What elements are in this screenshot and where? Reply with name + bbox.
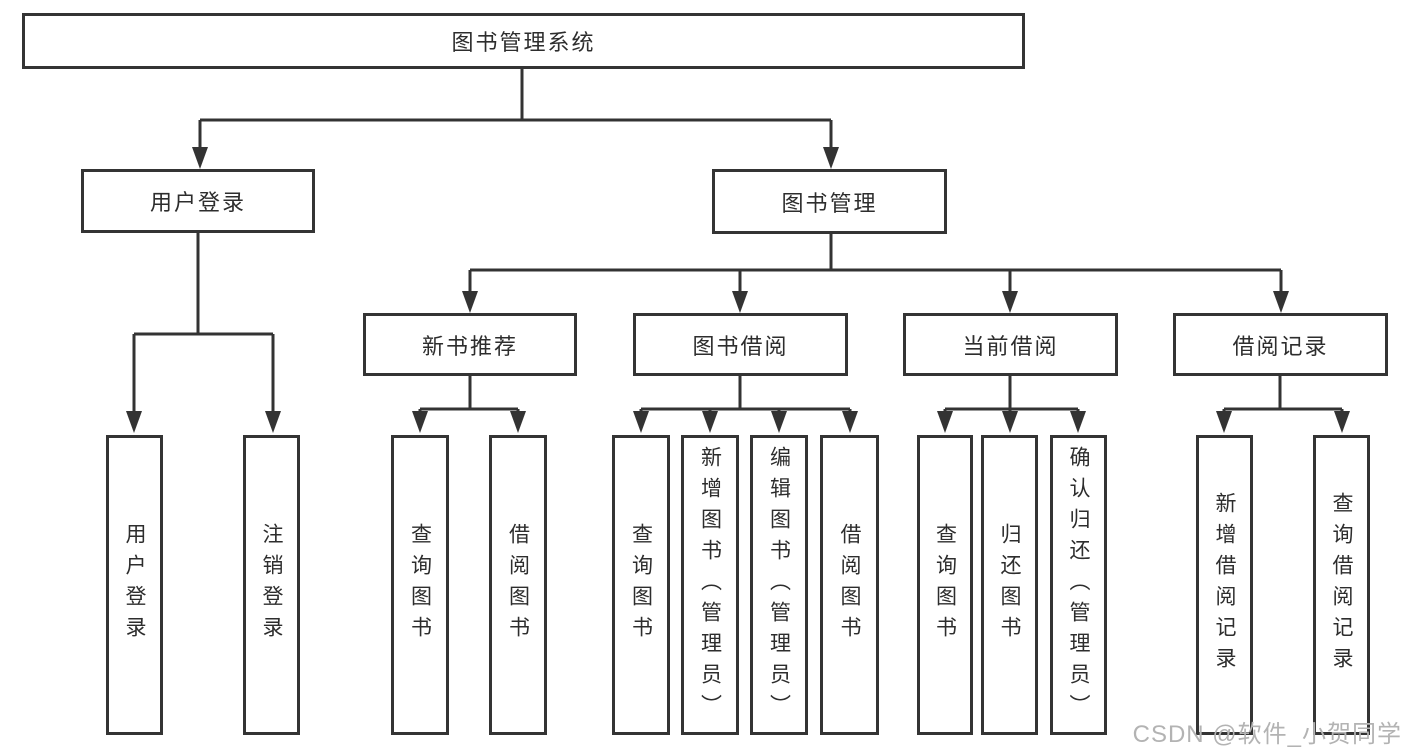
leaf-borrow-books: 借阅图书 bbox=[820, 435, 879, 735]
leaf-edit-books-admin: 编辑图书（管理员） bbox=[750, 435, 808, 735]
node-user-login: 用户登录 bbox=[81, 169, 315, 233]
arrowheads bbox=[126, 147, 1350, 433]
node-current-borrow: 当前借阅 bbox=[903, 313, 1118, 376]
leaf-query-books-recommend-label: 查询图书 bbox=[408, 523, 432, 647]
leaf-query-books-borrow-label: 查询图书 bbox=[629, 523, 653, 647]
node-borrow-records-label: 借阅记录 bbox=[1232, 333, 1329, 359]
node-book-management-label: 图书管理 bbox=[781, 190, 878, 216]
node-borrow-records: 借阅记录 bbox=[1173, 313, 1388, 376]
leaf-borrow-books-recommend: 借阅图书 bbox=[489, 435, 547, 735]
node-new-book-recommend-label: 新书推荐 bbox=[421, 333, 518, 359]
leaf-borrow-books-recommend-label: 借阅图书 bbox=[506, 523, 530, 647]
node-root: 图书管理系统 bbox=[22, 13, 1025, 69]
leaf-confirm-return-admin-label: 确认归还（管理员） bbox=[1067, 445, 1090, 725]
leaf-query-books-current-label: 查询图书 bbox=[933, 523, 957, 647]
leaf-confirm-return-admin: 确认归还（管理员） bbox=[1050, 435, 1107, 735]
node-user-login-label: 用户登录 bbox=[149, 190, 246, 215]
leaf-add-borrow-record: 新增借阅记录 bbox=[1196, 435, 1253, 735]
leaf-query-borrow-record: 查询借阅记录 bbox=[1313, 435, 1370, 735]
node-book-management: 图书管理 bbox=[712, 169, 947, 234]
node-book-borrow: 图书借阅 bbox=[633, 313, 848, 376]
leaf-return-books: 归还图书 bbox=[981, 435, 1038, 735]
node-root-label: 图书管理系统 bbox=[451, 30, 596, 55]
node-book-borrow-label: 图书借阅 bbox=[692, 333, 789, 359]
leaf-user-login-label: 用户登录 bbox=[123, 523, 146, 647]
node-current-borrow-label: 当前借阅 bbox=[962, 333, 1059, 359]
leaf-add-borrow-record-label: 新增借阅记录 bbox=[1213, 492, 1236, 678]
leaf-query-books-current: 查询图书 bbox=[917, 435, 973, 735]
leaf-return-books-label: 归还图书 bbox=[998, 523, 1021, 647]
leaf-user-login: 用户登录 bbox=[106, 435, 163, 735]
leaf-query-books-recommend: 查询图书 bbox=[391, 435, 449, 735]
node-new-book-recommend: 新书推荐 bbox=[363, 313, 577, 376]
leaf-edit-books-admin-label: 编辑图书（管理员） bbox=[767, 445, 791, 725]
leaf-query-borrow-record-label: 查询借阅记录 bbox=[1330, 492, 1353, 678]
watermark-text: CSDN @软件_小贺同学 bbox=[1132, 721, 1402, 747]
leaf-logout-label: 注销登录 bbox=[260, 523, 283, 647]
leaf-add-books-admin-label: 新增图书（管理员） bbox=[698, 445, 722, 725]
leaf-logout: 注销登录 bbox=[243, 435, 300, 735]
leaf-query-books-borrow: 查询图书 bbox=[612, 435, 670, 735]
leaf-borrow-books-label: 借阅图书 bbox=[838, 523, 861, 647]
leaf-add-books-admin: 新增图书（管理员） bbox=[681, 435, 739, 735]
